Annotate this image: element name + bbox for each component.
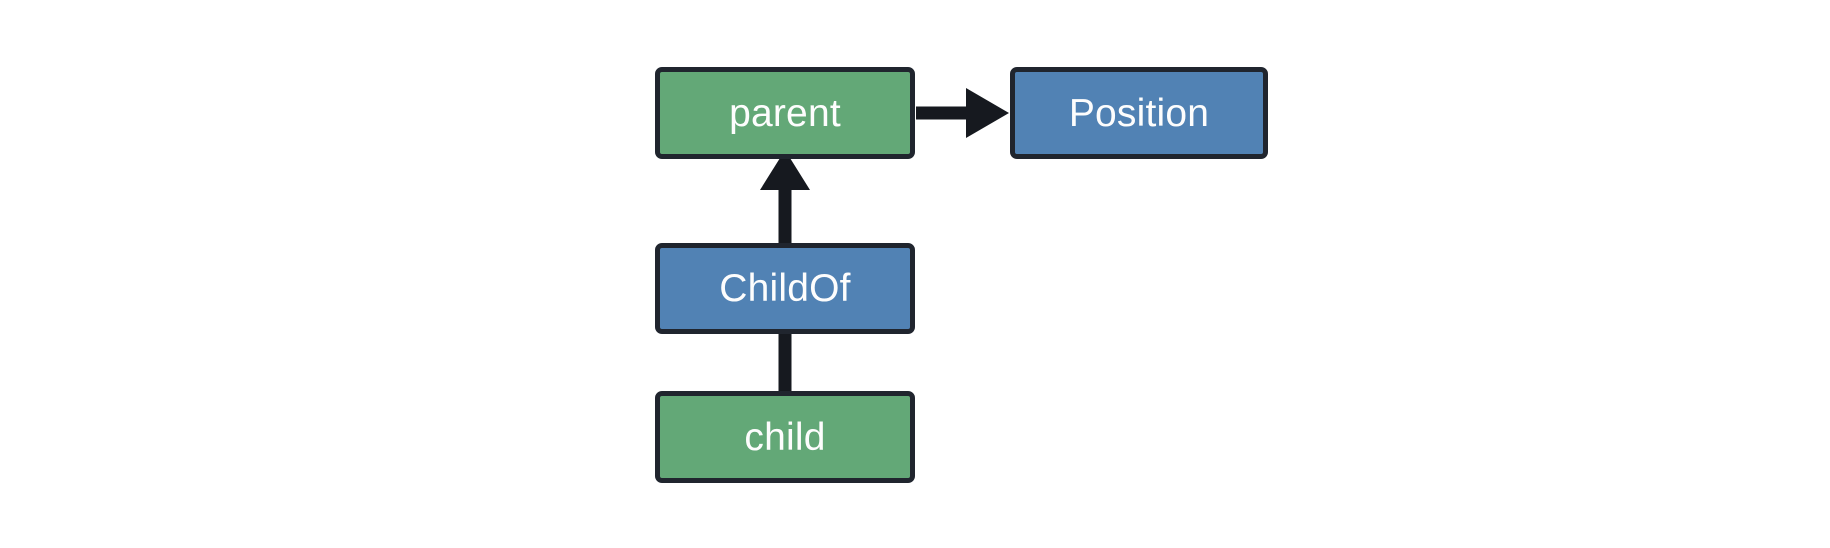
node-position-label: Position [1068, 91, 1210, 135]
node-childof-label: ChildOf [719, 267, 851, 310]
node-position[interactable]: Position [1010, 67, 1268, 159]
edge-parent-to-position-arrowhead [966, 88, 1009, 138]
node-child[interactable]: child [655, 391, 915, 483]
node-parent[interactable]: parent [655, 67, 915, 159]
node-childof[interactable]: ChildOf [655, 243, 915, 334]
node-parent-label: parent [729, 91, 841, 135]
edge-parent-to-position [916, 88, 1009, 138]
node-child-label: child [744, 415, 826, 459]
edge-childof-to-parent [760, 150, 810, 243]
